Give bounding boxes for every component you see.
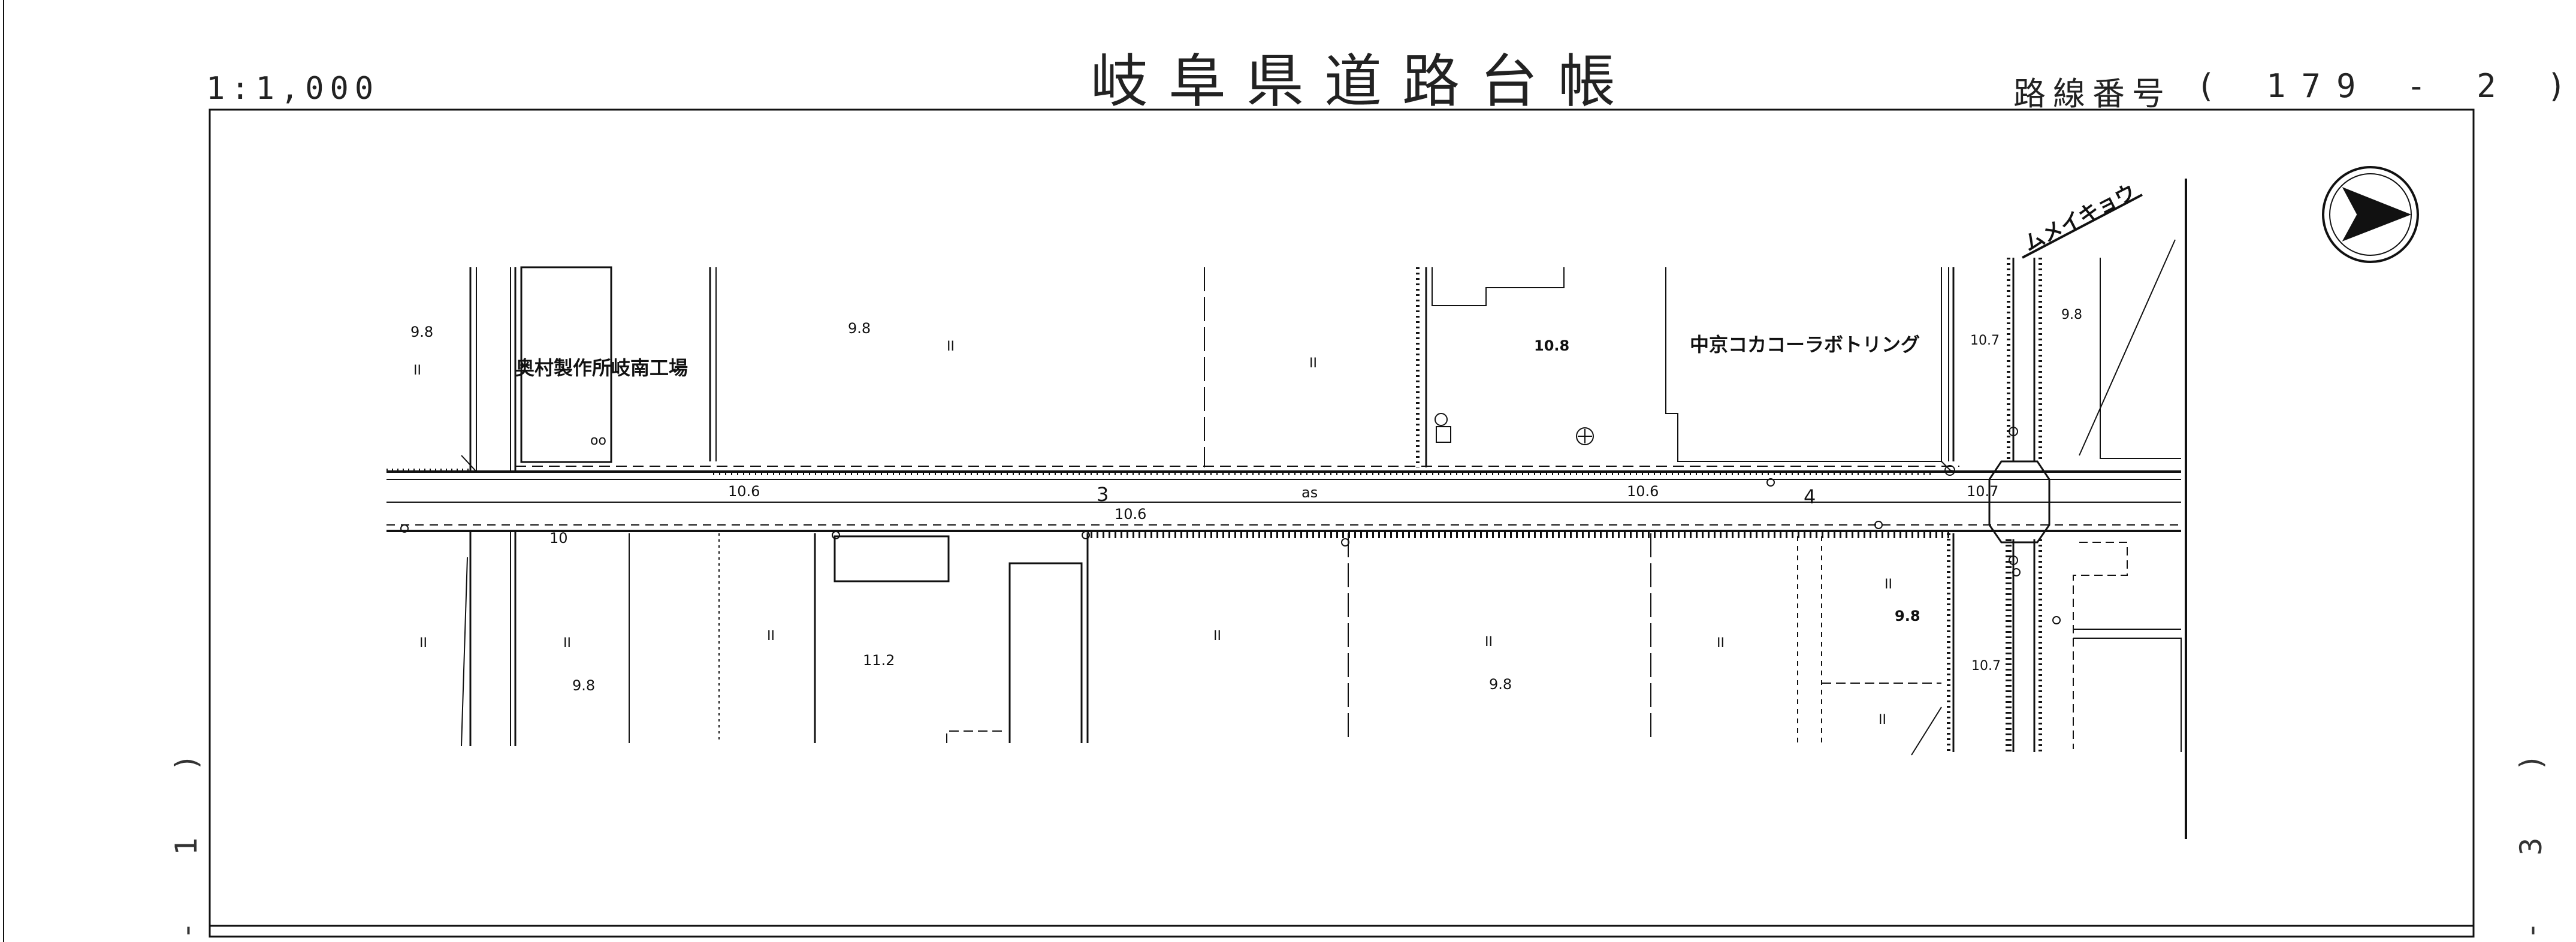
mark-oo: oo	[590, 433, 606, 448]
parcels-south	[629, 533, 1955, 756]
elevation-2: 9.8	[848, 320, 871, 337]
road-width-2: 10.6	[1115, 506, 1146, 523]
land-use-mark: II	[1717, 636, 1725, 651]
elevation-8: 9.8	[2061, 307, 2082, 322]
elevation-9: 10.7	[1970, 333, 2000, 348]
street-label-mumeikyou: ムメイキョウ	[2020, 180, 2140, 256]
route-number-label: 路線番号	[2013, 75, 2172, 113]
land-use-mark: II	[413, 363, 421, 378]
land-use-mark: II	[767, 629, 775, 644]
land-use-mark: II	[1213, 629, 1221, 644]
facility-label-okumura: 奥村製作所岐南工場	[515, 357, 688, 379]
station-number-3: 3	[1097, 483, 1109, 506]
north-arrow-icon	[2322, 166, 2419, 263]
road-width-3: 10.6	[1627, 483, 1659, 500]
road-furniture	[400, 413, 2061, 624]
land-use-mark: II	[419, 636, 427, 651]
map-frame	[209, 108, 2475, 938]
facility-label-coca-cola: 中京コカコーラボトリング	[1690, 333, 1920, 356]
road-main	[386, 466, 2181, 538]
land-use-mark: II	[1885, 577, 1892, 592]
elevation-3: 10.8	[1534, 337, 1569, 354]
scale-label: 1:1,000	[206, 71, 380, 107]
land-use-mark: II	[563, 636, 571, 651]
land-use-mark: II	[947, 339, 955, 354]
elevation-1: 9.8	[410, 324, 433, 340]
parcels-north	[520, 266, 1960, 472]
land-use-mark: II	[1309, 356, 1317, 371]
elevation-7: 9.8	[1895, 608, 1920, 624]
station-number-4: 4	[1804, 485, 1816, 508]
elevation-12: 10	[549, 530, 568, 547]
elevation-6: 9.8	[1489, 676, 1512, 693]
surface-mark-as: as	[1301, 484, 1318, 501]
land-use-mark: II	[1879, 712, 1886, 727]
left-cross-street	[386, 267, 517, 747]
sheet-title: 岐阜県道路台帳	[1091, 48, 1636, 115]
road-width-1: 10.6	[728, 483, 760, 500]
right-cross-street	[1988, 194, 2182, 752]
land-use-mark: II	[1485, 635, 1493, 650]
route-number-value: ( 179 - 2 )	[2196, 67, 2576, 105]
elevation-10: 10.7	[1971, 659, 2001, 674]
elevation-11: 10.7	[1967, 483, 1998, 500]
elevation-5: 11.2	[863, 652, 895, 669]
elevation-4: 9.8	[572, 677, 595, 694]
